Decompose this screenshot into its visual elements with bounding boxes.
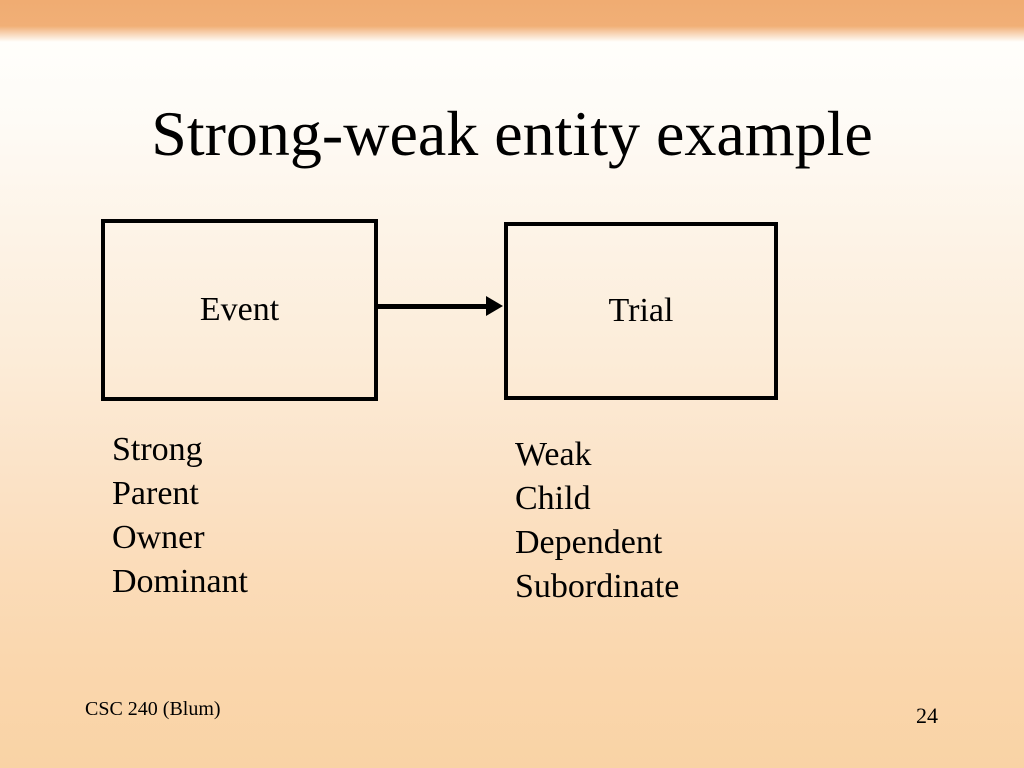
weak-entity-label: Trial [608, 292, 674, 329]
weak-term: Subordinate [515, 568, 680, 605]
weak-term: Child [515, 480, 591, 517]
relationship-arrow-line [378, 304, 490, 309]
slide-title: Strong-weak entity example [151, 98, 873, 169]
weak-term: Weak [515, 436, 592, 473]
slide-number: 24 [916, 703, 938, 728]
strong-entity-label: Event [199, 291, 280, 328]
strong-entity-box: Event [101, 219, 378, 401]
strong-term: Owner [112, 519, 205, 556]
strong-term: Parent [112, 475, 199, 512]
weak-term: Dependent [515, 524, 663, 561]
strong-term: Dominant [112, 563, 248, 600]
weak-terms-list: Weak Child Dependent Subordinate [515, 433, 679, 609]
relationship-arrow-head-icon [486, 296, 503, 316]
footer-course-label: CSC 240 (Blum) [85, 698, 221, 720]
weak-entity-box: Trial [504, 222, 778, 400]
strong-terms-list: Strong Parent Owner Dominant [112, 428, 248, 604]
strong-term: Strong [112, 431, 203, 468]
